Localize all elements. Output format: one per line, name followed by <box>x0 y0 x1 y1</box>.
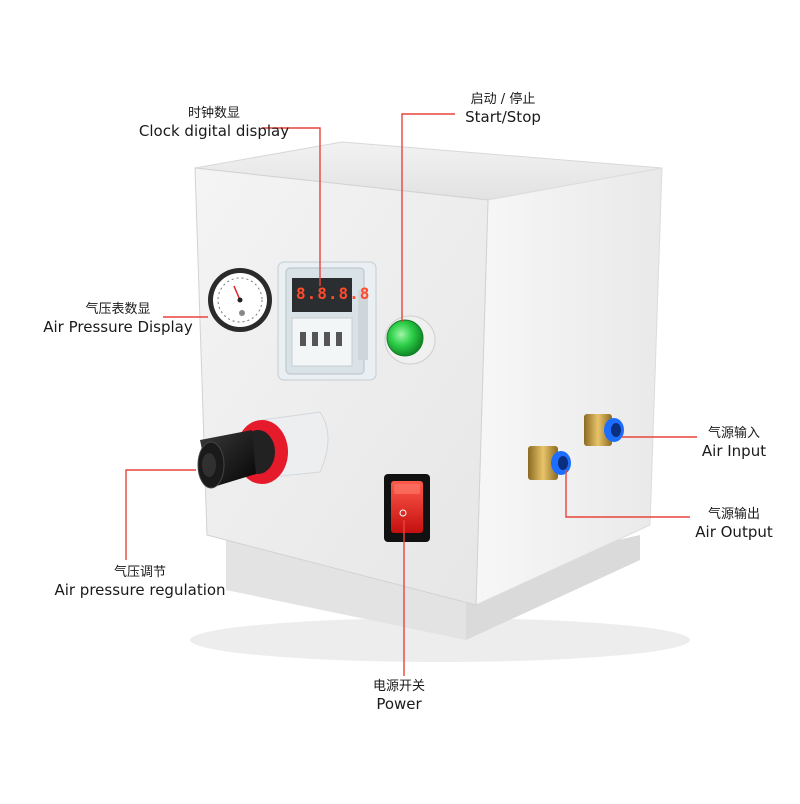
timer-digits: 8.8.8.8 <box>296 284 370 304</box>
label-gauge-zh: 气压表数显 <box>85 302 151 317</box>
label-power-zh: 电源开关 <box>372 679 426 694</box>
clock-timer-module <box>277 261 377 381</box>
label-gauge-en: Air Pressure Display <box>43 318 193 337</box>
box-front <box>194 167 489 606</box>
power-rocker-switch <box>384 474 430 542</box>
label-clock-zh: 时钟数显 <box>187 106 241 121</box>
callout-start <box>401 113 455 322</box>
label-air-input: 气源输入 Air Input <box>702 426 766 461</box>
label-power-en: Power <box>376 695 422 714</box>
label-start: 启动 / 停止 Start/Stop <box>465 92 541 127</box>
label-air-input-zh: 气源输入 <box>707 426 760 441</box>
pressure-gauge <box>208 268 272 332</box>
base-shadow <box>190 618 690 662</box>
air-output-fitting <box>528 446 571 480</box>
label-power: 电源开关 Power <box>373 679 425 714</box>
air-pressure-regulator <box>197 411 329 489</box>
label-start-en: Start/Stop <box>465 108 541 127</box>
label-air-output: 气源输出 Air Output <box>695 507 772 542</box>
timer-digit-readout: 8.8.8.8 <box>296 284 371 303</box>
label-clock-en: Clock digital display <box>138 122 290 141</box>
start-stop-button <box>384 315 436 365</box>
label-air-output-en: Air Output <box>695 523 773 542</box>
callout-output <box>565 470 690 518</box>
air-input-fitting <box>584 414 624 446</box>
callout-clock <box>262 127 321 286</box>
label-gauge: 气压表数显 Air Pressure Display <box>43 302 192 337</box>
label-regulator: 气压调节 Air pressure regulation <box>54 565 225 600</box>
label-air-input-en: Air Input <box>701 442 767 461</box>
callout-regulator <box>125 469 196 560</box>
callout-lines <box>125 113 697 676</box>
label-clock: 时钟数显 Clock digital display <box>139 106 289 141</box>
label-regulator-en: Air pressure regulation <box>54 581 226 600</box>
label-start-zh: 启动 / 停止 <box>470 92 536 107</box>
label-regulator-zh: 气压调节 <box>113 565 167 580</box>
label-air-output-zh: 气源输出 <box>707 507 760 522</box>
